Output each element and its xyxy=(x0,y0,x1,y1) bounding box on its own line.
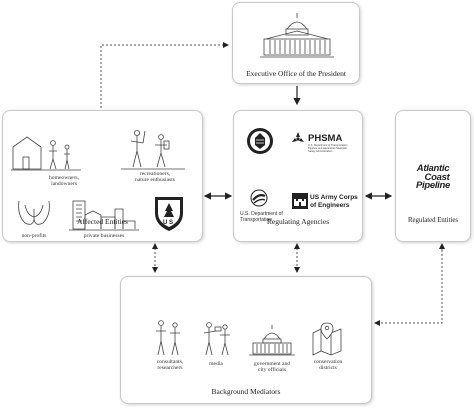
svg-text:U S: U S xyxy=(163,220,173,226)
affected-entities-box[interactable]: homeowners, landowners recreationers, na… xyxy=(2,110,203,242)
capitol-icon xyxy=(249,325,295,356)
affected-item-label-3: private businesses xyxy=(83,233,125,239)
background-item-label-3: conservation districts xyxy=(313,359,343,372)
castle-icon xyxy=(292,193,308,209)
background-item-label-2: government and city officials xyxy=(253,361,291,374)
reporters-icon xyxy=(203,322,230,356)
phmsa-name: PHSMA xyxy=(308,133,343,144)
white-house-icon xyxy=(260,13,334,58)
background-item-label-1: media xyxy=(209,361,223,367)
dot-name: U.S. Department of Transportation xyxy=(240,211,283,223)
hands-icon xyxy=(18,200,50,225)
executive-caption: Executive Office of the President xyxy=(246,69,346,78)
affected-to-executive-arrow xyxy=(100,42,229,108)
ferc-seal-icon xyxy=(247,128,273,154)
affected-item-label-0: homeowners, landowners xyxy=(49,175,79,188)
house-people-icon xyxy=(11,136,81,171)
army-corps-name: US Army Corps of Engineers xyxy=(310,194,358,209)
map-pin-icon xyxy=(312,322,342,356)
executive-office-box[interactable]: Executive Office of the President xyxy=(232,2,360,84)
background-item-label-0: consultants, researchers xyxy=(156,359,184,372)
dot-icon xyxy=(250,189,268,207)
affected-caption: Affected Entities xyxy=(77,217,128,226)
acp-logo-line-1: Atlantic xyxy=(416,163,450,174)
phmsa-subtext: U.S. Department of Transportation Pipeli… xyxy=(308,144,348,153)
regulating-agencies-box[interactable]: PHSMA U.S. Department of Transportation … xyxy=(233,110,363,242)
regulated-background-arrow xyxy=(374,246,443,326)
background-mediators-box[interactable]: consultants, researchers media governmen… xyxy=(120,276,372,404)
acp-logo-line-2: Coast xyxy=(424,171,450,183)
buildings-icon xyxy=(69,200,139,231)
regulated-caption: Regulated Entities xyxy=(407,217,459,224)
affected-item-label-2: non-profits xyxy=(21,233,47,239)
acp-logo-line-3: Pipeline xyxy=(415,180,451,191)
regulated-entities-box[interactable]: Atlantic Coast Pipeline Regulated Entiti… xyxy=(395,110,471,242)
acp-logo: Atlantic Coast Pipeline xyxy=(396,163,470,191)
hikers-icon xyxy=(121,130,185,170)
regulating-caption: Regulating Agencies xyxy=(266,217,330,226)
phmsa-icon xyxy=(292,132,304,142)
affected-item-label-1: recreationers, nature enthusiasts xyxy=(135,171,175,184)
background-caption: Background Mediators xyxy=(211,387,281,396)
people-icon xyxy=(156,320,180,356)
forest-service-shield-icon: U S xyxy=(155,197,183,231)
